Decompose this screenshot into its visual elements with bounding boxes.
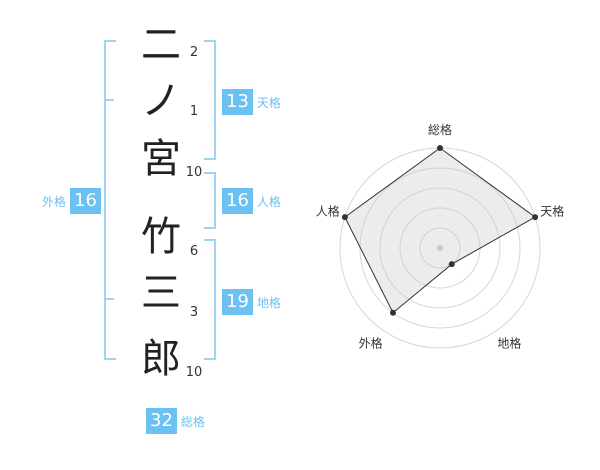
jinkaku-label: 人格	[256, 194, 281, 209]
name-char-1: 二	[141, 22, 181, 68]
name-char-4: 竹	[141, 214, 181, 260]
soukaku-badge: 32 総格	[146, 408, 209, 434]
jinkaku-bracket	[204, 172, 216, 229]
tenkaku-bracket	[204, 40, 216, 160]
radar-value-polygon	[344, 147, 537, 314]
name-char-5: 三	[141, 270, 181, 316]
outer-bracket-tick-bottom	[104, 298, 114, 300]
chikaku-label: 地格	[256, 295, 281, 310]
radar-point-0	[437, 145, 443, 151]
name-char-6: 郎	[141, 336, 181, 382]
chikaku-bracket	[204, 239, 216, 360]
stroke-count-5: 3	[189, 305, 199, 320]
gaikaku-badge: 外格 16	[38, 188, 101, 214]
tenkaku-value: 13	[222, 89, 253, 115]
jinkaku-badge: 16 人格	[222, 188, 285, 214]
radar-point-3	[389, 309, 396, 316]
stroke-count-6: 10	[185, 365, 203, 380]
radar-ring-1	[419, 227, 461, 269]
radar-axis-label-2: 地格	[497, 335, 521, 350]
soukaku-label: 総格	[180, 414, 205, 429]
gaikaku-label: 外格	[42, 194, 67, 209]
gaikaku-value: 16	[70, 188, 101, 214]
radar-axis-label-3: 外格	[359, 335, 383, 350]
stroke-count-1: 2	[189, 45, 199, 60]
name-char-2: ノ	[141, 78, 181, 124]
radar-ring-3	[379, 187, 501, 309]
stroke-count-4: 6	[189, 244, 199, 259]
chikaku-badge: 19 地格	[222, 289, 285, 315]
radar-axis-label-0: 総格	[428, 122, 452, 137]
radar-point-2	[448, 261, 455, 268]
soukaku-value: 32	[146, 408, 177, 434]
stroke-count-3: 10	[185, 165, 203, 180]
radar-center	[437, 245, 443, 251]
radar-axis-label-4: 人格	[316, 204, 340, 219]
tenkaku-badge: 13 天格	[222, 89, 285, 115]
jinkaku-value: 16	[222, 188, 253, 214]
outer-bracket-tick-top	[104, 99, 114, 101]
name-char-3: 宮	[141, 136, 181, 182]
stroke-count-2: 1	[189, 104, 199, 119]
tenkaku-label: 天格	[256, 95, 281, 110]
radar-axis-label-1: 天格	[540, 204, 564, 219]
chikaku-value: 19	[222, 289, 253, 315]
outer-bracket	[104, 40, 116, 360]
radar-point-4	[341, 214, 348, 221]
radar-point-1	[532, 214, 539, 221]
